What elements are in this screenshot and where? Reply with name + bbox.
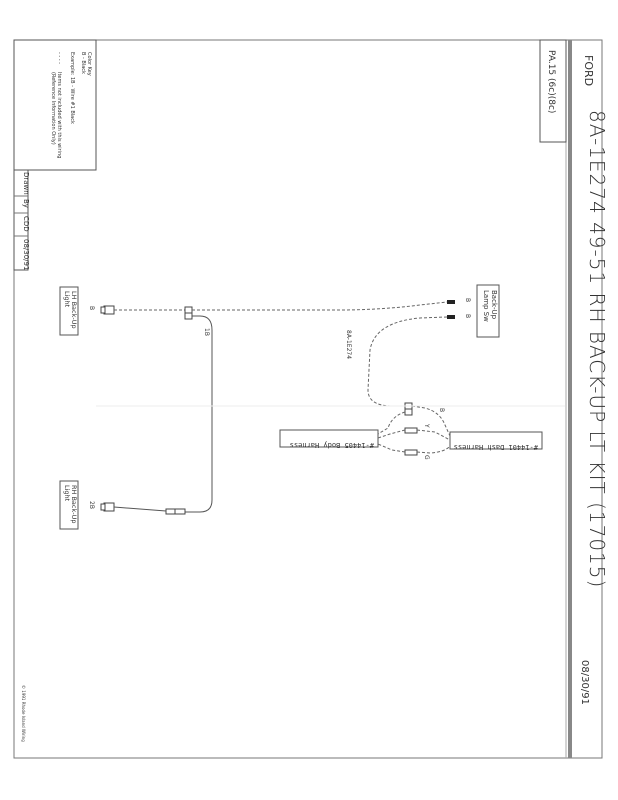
lh-backup-light-label-2: Light <box>63 291 71 308</box>
title-date: 08/30/91 <box>579 660 590 705</box>
by-label: By <box>22 199 30 208</box>
backup-lamp-switch-label-2: Lamp Sw <box>482 290 490 322</box>
switch-terminal-b2: B <box>464 314 471 318</box>
legend-dashed-symbol: - - - - <box>56 52 62 64</box>
diagram-title: 8A-1E274 49-51 RH BACK-UP LT KIT (17015) <box>585 110 609 588</box>
switch-terminal-1-icon <box>447 300 455 304</box>
page-ref-box <box>539 39 567 143</box>
connector-g-icon <box>404 449 418 456</box>
lh-wire-label: B <box>88 306 95 310</box>
rh-socket-icon <box>100 502 115 512</box>
connector-g-label: G <box>423 455 430 460</box>
wire-1b-label: 1B <box>203 328 210 336</box>
dash-wire-b <box>411 405 451 437</box>
rh-backup-light-box <box>59 480 79 530</box>
copyright: © 1991 Rhode Island Wiring <box>21 685 26 742</box>
connector-b-label: B <box>438 408 445 412</box>
body-harness-box <box>279 429 379 448</box>
wire-1b <box>185 315 213 513</box>
legend-black: B - Black <box>80 52 86 74</box>
maker-label: FORD <box>582 55 595 86</box>
switch-terminal-b1: B <box>464 298 471 302</box>
page-ref: PA.15 (6c)(8c) <box>546 50 556 113</box>
legend-color-key: Color Key <box>86 52 92 76</box>
body-wire-y <box>377 429 406 439</box>
legend-box <box>13 39 97 171</box>
drawn-by-initials: CDD <box>22 216 30 232</box>
rh-wire-label: 2B <box>88 501 95 509</box>
switch-terminal-2-icon <box>447 315 455 319</box>
backup-lamp-switch-label-1: Back-Up <box>490 290 498 320</box>
body-harness-label: #-14405 Body Harness <box>290 441 374 449</box>
connector-y-icon <box>404 427 418 434</box>
drawn-label: Drawn <box>22 172 30 195</box>
backup-lamp-switch-box <box>476 284 500 338</box>
lh-socket-icon <box>100 305 115 315</box>
legend-dashed-note-2: (Reference Information Only) <box>50 72 56 145</box>
connector-y-label: Y <box>423 423 430 428</box>
kit-wire-label: 8A-1E274 <box>345 330 352 359</box>
lh-backup-light-label-1: LH Back-Up <box>70 291 78 329</box>
rh-inline-connector-icon <box>165 508 186 515</box>
dash-harness-label: #-14401 Dash Harness <box>454 443 538 451</box>
rh-backup-light-label-1: RH Back-Up <box>70 485 78 523</box>
dash-wire-y <box>416 429 451 441</box>
dash-wire-g <box>416 445 451 454</box>
switch-wire-1 <box>192 301 448 311</box>
rh-backup-light-label-2: Light <box>63 485 71 502</box>
body-wire-b <box>377 411 406 435</box>
legend-dashed-note-1: Items not included with this wiring <box>56 72 62 158</box>
rh-light-wire <box>113 506 167 512</box>
drawn-by-box <box>13 169 29 271</box>
lh-backup-light-box <box>59 286 79 336</box>
legend-example: Example: 1B - Wire #1 Black <box>69 52 75 124</box>
drawn-by-date: 08/30/91 <box>22 239 30 270</box>
kit-wire-8a-1e274 <box>367 316 448 407</box>
body-wire-g <box>377 443 406 453</box>
drawing-frame <box>13 39 603 759</box>
lh-butt-connector-icon <box>184 306 193 320</box>
connector-b-icon <box>404 402 413 416</box>
dash-harness-box <box>449 431 543 450</box>
